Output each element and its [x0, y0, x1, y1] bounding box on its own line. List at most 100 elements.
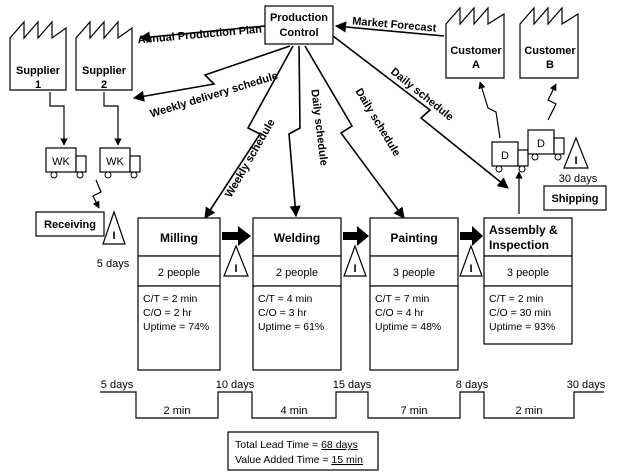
- receiving-label: Receiving: [44, 219, 96, 231]
- shipping-box: Shipping: [543, 185, 607, 211]
- process-uptime-milling: Uptime = 74%: [143, 321, 209, 333]
- timeline-time-1: 2 min: [164, 405, 191, 417]
- process-co-milling: C/O = 2 hr: [143, 307, 192, 319]
- shipping-label: Shipping: [551, 193, 598, 205]
- process-name-assembly-line1: Assembly &: [489, 223, 558, 237]
- customer-truck-2-label: D: [537, 138, 545, 150]
- value-added-time-value: 15 min: [331, 454, 363, 466]
- process-name-welding: Welding: [274, 231, 320, 245]
- process-people-milling: 2 people: [158, 267, 200, 279]
- timeline-days-4: 8 days: [456, 379, 489, 391]
- inventory-triangle-welding-painting: I: [343, 244, 367, 277]
- supplier-truck-1: WK: [45, 147, 87, 179]
- process-name-milling: Milling: [160, 231, 198, 245]
- production-control-line1: Production: [270, 12, 328, 24]
- customer-a-line2: A: [472, 59, 480, 71]
- supplier-1-line1: Supplier: [16, 65, 61, 77]
- customer-a-line1: Customer: [450, 45, 502, 57]
- lead-time-summary-box: Total Lead Time = 68 days Value Added Ti…: [227, 431, 379, 471]
- shipping-inventory-triangle: I: [563, 136, 589, 169]
- inventory-symbol-3: I: [469, 263, 472, 275]
- process-co-welding: C/O = 3 hr: [258, 307, 307, 319]
- supplier-truck-2: WK: [99, 147, 141, 179]
- process-people-assembly: 3 people: [507, 267, 549, 279]
- customer-truck-1-label: D: [501, 150, 509, 162]
- process-co-painting: C/O = 4 hr: [375, 307, 424, 319]
- process-uptime-assembly: Uptime = 93%: [489, 321, 555, 333]
- timeline-days-3: 15 days: [333, 379, 372, 391]
- supplier2-to-truck-arrow: [103, 92, 122, 146]
- process-people-welding: 2 people: [276, 267, 318, 279]
- shipping-days-label: 30 days: [559, 173, 598, 185]
- truck-to-customer-a-arrow: [478, 81, 501, 139]
- receiving-box: Receiving: [35, 211, 105, 237]
- daily-schedule-welding-arrow: [288, 45, 301, 218]
- production-control-box: Production Control: [264, 5, 334, 45]
- process-name-assembly-line2: Inspection: [489, 238, 549, 252]
- timeline-time-3: 7 min: [401, 405, 428, 417]
- inventory-triangle-painting-assembly: I: [459, 244, 483, 277]
- market-forecast-arrow: [334, 21, 445, 37]
- annual-plan-label: Annual Production Plan: [137, 24, 263, 47]
- daily-schedule-assembly-arrow: [332, 35, 509, 189]
- daily-schedule-painting-arrow: [304, 45, 405, 219]
- supplier-1-factory: Supplier 1: [9, 20, 67, 91]
- truck-1-label: WK: [52, 156, 70, 168]
- inventory-symbol-2: I: [353, 263, 356, 275]
- customer-truck-2: D: [527, 129, 565, 161]
- customer-b-line2: B: [546, 59, 554, 71]
- process-ct-assembly: C/T = 2 min: [489, 293, 544, 305]
- customer-truck-1: D: [491, 141, 529, 173]
- weekly-delivery-arrow: [132, 45, 291, 102]
- weekly-schedule-arrow: [204, 45, 294, 219]
- customer-a-factory: Customer A: [445, 6, 505, 79]
- process-people-painting: 3 people: [393, 267, 435, 279]
- push-arrow-1: [222, 226, 251, 246]
- process-box-painting: Painting 3 people C/T = 7 min C/O = 4 hr…: [369, 217, 459, 371]
- shipping-inventory-symbol: I: [574, 155, 577, 167]
- customer-b-factory: Customer B: [519, 6, 579, 79]
- process-ct-welding: C/T = 4 min: [258, 293, 313, 305]
- truck-2-label: WK: [106, 156, 124, 168]
- process-uptime-welding: Uptime = 61%: [258, 321, 324, 333]
- timeline-days-5: 30 days: [567, 379, 606, 391]
- process-ct-milling: C/T = 2 min: [143, 293, 198, 305]
- total-lead-time-label: Total Lead Time =: [235, 439, 321, 451]
- supplier-2-line1: Supplier: [82, 65, 127, 77]
- total-lead-time: Total Lead Time = 68 days: [235, 439, 358, 451]
- timeline-line: [100, 391, 604, 419]
- supplier-1-line2: 1: [35, 79, 41, 91]
- receiving-days-label: 5 days: [97, 258, 130, 270]
- timeline-days-1: 5 days: [101, 379, 134, 391]
- process-box-milling: Milling 2 people C/T = 2 min C/O = 2 hr …: [137, 217, 221, 371]
- process-name-painting: Painting: [390, 231, 437, 245]
- timeline-time-2: 4 min: [281, 405, 308, 417]
- annual-plan-arrow: [138, 25, 266, 43]
- truck-to-customer-b-arrow: [547, 83, 557, 121]
- value-added-time-label: Value Added Time =: [235, 454, 331, 466]
- supplier-2-factory: Supplier 2: [75, 20, 133, 91]
- receiving-inventory-triangle: I: [102, 210, 126, 245]
- process-uptime-painting: Uptime = 48%: [375, 321, 441, 333]
- customer-b-line1: Customer: [524, 45, 576, 57]
- inventory-triangle-milling-welding: I: [223, 244, 249, 277]
- supplier-2-line2: 2: [101, 79, 107, 91]
- receiving-inventory-symbol: I: [112, 230, 115, 242]
- weekly-delivery-label: Weekly delivery schedule: [149, 70, 280, 120]
- total-lead-time-value: 68 days: [321, 439, 358, 451]
- production-control-line2: Control: [279, 27, 318, 39]
- process-ct-painting: C/T = 7 min: [375, 293, 430, 305]
- process-box-assembly: Assembly & Inspection 3 people C/T = 2 m…: [483, 217, 573, 345]
- daily-schedule-welding-label: Daily schedule: [308, 89, 329, 167]
- timeline-time-4: 2 min: [516, 405, 543, 417]
- value-added-time: Value Added Time = 15 min: [235, 454, 363, 466]
- daily-schedule-painting-label: Daily schedule: [353, 86, 403, 158]
- push-arrow-3: [460, 226, 483, 246]
- supplier1-to-truck-arrow: [49, 92, 68, 146]
- process-co-assembly: C/O = 30 min: [489, 307, 551, 319]
- truck-to-receiving-arrow: [92, 179, 102, 209]
- push-arrow-2: [343, 226, 369, 246]
- process-box-welding: Welding 2 people C/T = 4 min C/O = 3 hr …: [252, 217, 342, 371]
- inventory-symbol-1: I: [234, 263, 237, 275]
